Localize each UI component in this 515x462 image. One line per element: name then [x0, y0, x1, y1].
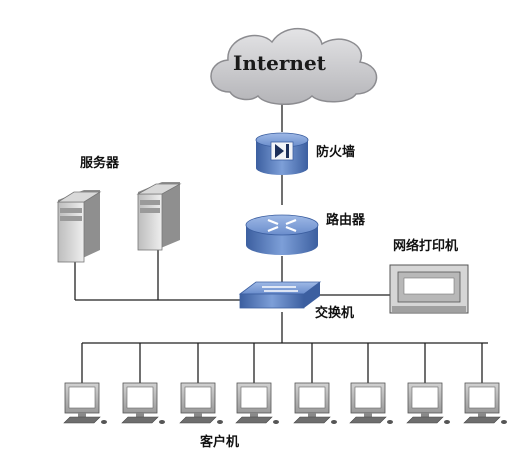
router-icon	[245, 214, 319, 255]
client-computer-icon	[235, 382, 279, 424]
firewall-icon	[255, 132, 309, 175]
clients-label: 客户机	[200, 435, 240, 450]
internet-cloud-icon	[210, 27, 378, 105]
server-icon	[136, 182, 182, 251]
firewall-label: 防火墙	[316, 145, 356, 160]
switch-label: 交换机	[315, 306, 355, 321]
router-label: 路由器	[326, 213, 366, 228]
client-computer-icon	[179, 382, 223, 424]
client-computer-icon	[121, 382, 165, 424]
client-computer-icon	[463, 382, 507, 424]
servers-label: 服务器	[80, 156, 120, 171]
switch-icon	[238, 281, 322, 309]
client-computer-icon	[63, 382, 107, 424]
client-computers	[63, 382, 507, 424]
client-computer-icon	[349, 382, 393, 424]
printer-icon	[389, 264, 469, 314]
connection-lines	[74, 100, 488, 385]
printer-label: 网络打印机	[393, 239, 459, 254]
client-computer-icon	[406, 382, 450, 424]
internet-label: Internet	[233, 51, 326, 75]
server-icon	[56, 190, 102, 263]
client-computer-icon	[293, 382, 337, 424]
